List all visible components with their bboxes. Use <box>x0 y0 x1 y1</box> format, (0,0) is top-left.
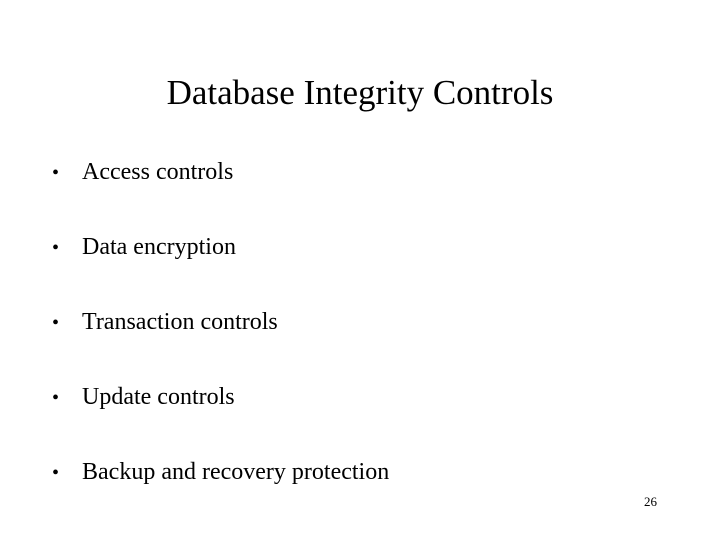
bullet-icon: • <box>52 387 60 409</box>
list-item-label: Backup and recovery protection <box>82 459 390 485</box>
list-item-label: Data encryption <box>82 234 236 260</box>
list-item: • Transaction controls <box>52 308 672 337</box>
list-item: • Data encryption <box>52 233 672 262</box>
list-item-label: Access controls <box>82 159 234 185</box>
page-number: 26 <box>644 494 657 509</box>
bullet-icon: • <box>52 312 60 334</box>
bullet-icon: • <box>52 162 60 184</box>
page-title: Database Integrity Controls <box>166 73 554 112</box>
list-item: • Update controls <box>52 383 672 412</box>
list-item-label: Update controls <box>82 384 235 410</box>
list-item: • Access controls <box>52 158 672 187</box>
list-item: • Backup and recovery protection <box>52 458 672 487</box>
bullet-list: • Access controls • Data encryption • Tr… <box>52 158 672 533</box>
list-item-label: Transaction controls <box>82 309 278 335</box>
bullet-icon: • <box>52 462 60 484</box>
bullet-icon: • <box>52 237 60 259</box>
